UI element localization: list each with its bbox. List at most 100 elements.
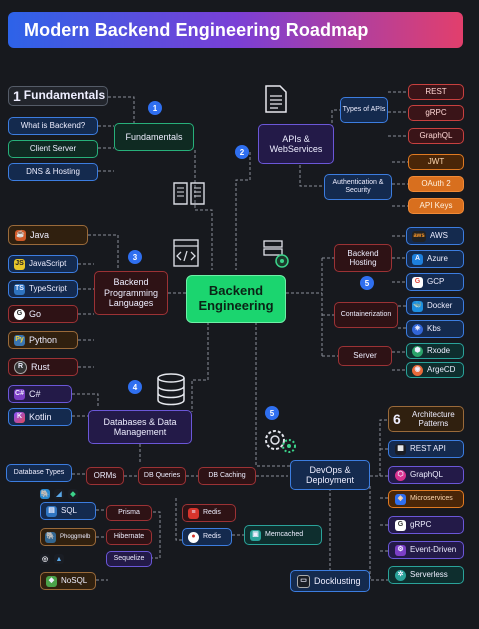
fundamentals-item-what-is-backend[interactable]: What is Backend?	[8, 117, 98, 135]
lang-csharp[interactable]: C#C#	[8, 385, 72, 403]
arch-grpc-label: gRPC	[410, 520, 432, 530]
api-type-graphql[interactable]: GraphQL	[408, 128, 464, 144]
lang-java[interactable]: ☕ Java	[8, 225, 88, 245]
redis-icon-2: ●	[188, 531, 199, 543]
lang-rust[interactable]: R Rust	[8, 358, 78, 376]
cache-memcached-label: Memcached	[265, 530, 304, 538]
arch-event-driven[interactable]: ⚙Event-Driven	[388, 541, 464, 559]
container-kbs[interactable]: ⎈Kbs	[406, 320, 464, 338]
postgres-logo-icon: 🐘	[40, 489, 50, 499]
container-docker[interactable]: 🐳 Docker	[406, 297, 464, 315]
csharp-icon: C#	[14, 388, 25, 400]
db-caching-label[interactable]: DB Caching	[198, 467, 256, 485]
auth-oauth2[interactable]: OAuth 2	[408, 176, 464, 192]
db-postgres[interactable]: 🐘Phoggmelb	[40, 528, 96, 546]
auth-security-label[interactable]: Authentication & Security	[324, 174, 392, 200]
cassandra-logo-icon: ◎	[40, 554, 50, 564]
db-nosql[interactable]: ◆NoSQL	[40, 572, 96, 590]
orm-sequelize[interactable]: Sequelize	[106, 551, 152, 567]
database-icon	[157, 373, 185, 406]
sql-icon: ▤	[46, 505, 57, 517]
cache-redis-1[interactable]: ≡Redis	[182, 504, 236, 522]
arch-graphql[interactable]: ⬡GraphQL	[388, 466, 464, 484]
grpc-icon: G	[395, 519, 406, 531]
fundamentals-item-dns-hosting[interactable]: DNS & Hosting	[8, 163, 98, 181]
lang-typescript-label: TypeScript	[29, 284, 67, 294]
orm-prisma[interactable]: Prisma	[106, 505, 152, 521]
code-icon	[173, 239, 199, 267]
cloud-azure-label: Azure	[427, 254, 448, 264]
docklusting-node[interactable]: ▭Docklusting	[290, 570, 370, 592]
db-orms-label[interactable]: ORMs	[86, 467, 124, 485]
languages-hub[interactable]: Backend Programming Languages	[94, 271, 168, 315]
lang-rust-label: Rust	[31, 361, 50, 372]
javascript-icon: JS	[14, 258, 25, 270]
microservices-icon: ◈	[395, 493, 406, 505]
step-marker-5b: 5	[265, 406, 279, 420]
node-icon: ⬢	[412, 345, 423, 357]
server-rxode[interactable]: ⬢Rxode	[406, 343, 464, 359]
redis-icon: ≡	[188, 507, 199, 519]
db-sql-label: SQL	[61, 506, 78, 516]
rest-api-icon: ▦	[395, 443, 406, 455]
azure-icon: A	[412, 253, 423, 265]
kotlin-icon: K	[14, 411, 25, 423]
containerization-label[interactable]: Containerization	[334, 302, 398, 328]
api-type-grpc[interactable]: gRPC	[408, 105, 464, 121]
db-queries-label[interactable]: DB Queries	[138, 467, 186, 485]
auth-jwt[interactable]: JWT	[408, 154, 464, 170]
arch-rest-api-label: REST API	[410, 444, 446, 454]
argocd-icon: ◉	[412, 364, 423, 376]
lang-java-label: Java	[30, 229, 50, 240]
devops-hub[interactable]: DevOps & Deployment	[290, 460, 370, 490]
arch-serverless[interactable]: ✲Serverless	[388, 566, 464, 584]
architecture-patterns-label[interactable]: 6 Architecture Patterns	[388, 406, 464, 432]
arch-rest-api[interactable]: ▦ REST API	[388, 440, 464, 458]
memcached-icon: ▣	[250, 529, 261, 541]
lang-go-label: Go	[29, 308, 42, 319]
cache-memcached[interactable]: ▣ Memcached	[244, 525, 322, 545]
orm-hibernate[interactable]: Hibernate	[106, 529, 152, 545]
java-icon: ☕	[15, 229, 26, 241]
apis-hub[interactable]: APIs & WebServices	[258, 124, 334, 164]
step-marker-2: 2	[235, 145, 249, 159]
server-label[interactable]: Server	[338, 346, 392, 366]
fundamentals-item-client-server[interactable]: Client Server	[8, 140, 98, 158]
fundamentals-heading[interactable]: 1 Fundamentals	[8, 86, 108, 106]
lang-kotlin-label: Kotlin	[29, 411, 52, 422]
backend-hosting-label[interactable]: Backend Hosting	[334, 244, 392, 272]
databases-hub[interactable]: Databases & Data Management	[88, 410, 192, 444]
docker-icon: 🐳	[412, 300, 423, 312]
fundamentals-hub[interactable]: Fundamentals	[114, 123, 194, 151]
cloud-azure[interactable]: A Azure	[406, 250, 464, 268]
rust-icon: R	[14, 360, 27, 374]
event-driven-icon: ⚙	[395, 544, 406, 556]
fundamentals-heading-label: Fundamentals	[23, 88, 106, 103]
container-docker-label: Docker	[427, 301, 453, 311]
center-node[interactable]: Backend Engineering	[186, 275, 286, 323]
architecture-label-text: Architecture Patterns	[412, 409, 455, 428]
db-nosql-label: NoSQL	[61, 576, 88, 586]
db-types-label[interactable]: Database Types	[6, 464, 72, 482]
arch-microservices[interactable]: ◈Microservices	[388, 490, 464, 508]
arch-graphql-label: GraphQL	[410, 470, 443, 480]
db-sql[interactable]: ▤ SQL	[40, 502, 96, 520]
cache-redis-2-label: Redis	[203, 532, 221, 540]
lang-kotlin[interactable]: K Kotlin	[8, 408, 72, 426]
api-type-rest[interactable]: REST	[408, 84, 464, 100]
cache-redis-2[interactable]: ● Redis	[182, 528, 232, 546]
serverless-icon: ✲	[395, 569, 406, 581]
auth-api-keys[interactable]: API Keys	[408, 198, 464, 214]
docklusting-icon: ▭	[297, 574, 310, 588]
api-types-label[interactable]: Types of APIs	[340, 97, 388, 123]
python-icon: Py	[14, 334, 25, 346]
server-argecd[interactable]: ◉ArgeCD	[406, 362, 464, 378]
